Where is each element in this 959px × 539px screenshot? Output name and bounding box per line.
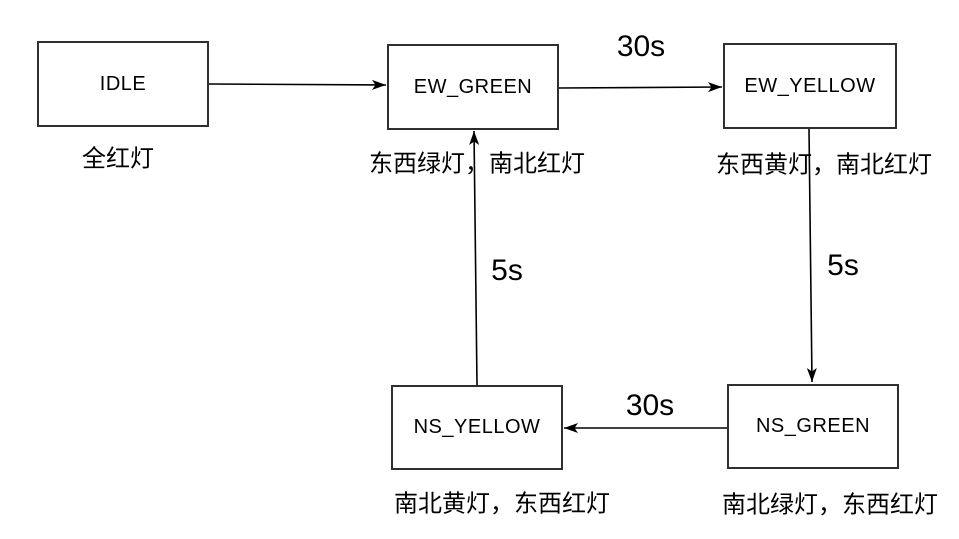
state-node-ew-green: EW_GREEN	[387, 44, 559, 130]
transition-time-label-ew-green-to-ew-yellow: 30s	[616, 30, 666, 63]
state-node-ew-yellow-label: EW_YELLOW	[744, 74, 876, 97]
state-caption-ns-green: 南北绿灯，东西红灯	[722, 491, 938, 519]
state-caption-ns-yellow: 南北黄灯，东西红灯	[394, 490, 610, 518]
state-node-ew-green-label: EW_GREEN	[413, 75, 533, 98]
state-node-idle-label: IDLE	[99, 72, 147, 95]
state-caption-ew-yellow: 东西黄灯，南北红灯	[716, 151, 932, 179]
state-caption-idle: 全红灯	[82, 145, 154, 173]
state-node-ns-green-label: NS_GREEN	[755, 415, 871, 437]
state-node-ns-green: NS_GREEN	[727, 384, 899, 469]
state-node-ns-yellow-label: NS_YELLOW	[413, 416, 541, 438]
transition-time-label-ns-yellow-to-ew-green: 5s	[491, 254, 523, 287]
transition-time-label-ew-yellow-to-ns-green: 5s	[827, 249, 859, 282]
state-node-idle: IDLE	[37, 41, 209, 127]
state-caption-ew-green: 东西绿灯，南北红灯	[369, 150, 585, 178]
transition-time-label-ns-green-to-ns-yellow: 30s	[625, 389, 675, 422]
state-node-ew-yellow: EW_YELLOW	[723, 43, 897, 129]
transition-arrow-ew-yellow-to-ns-green	[806, 128, 817, 383]
transition-arrow-ew-green-to-ew-yellow	[558, 82, 723, 93]
transition-arrow-ns-yellow-to-ew-green	[469, 130, 480, 386]
transition-arrow-idle-to-ew-green	[208, 79, 387, 90]
state-node-ns-yellow: NS_YELLOW	[391, 385, 563, 470]
